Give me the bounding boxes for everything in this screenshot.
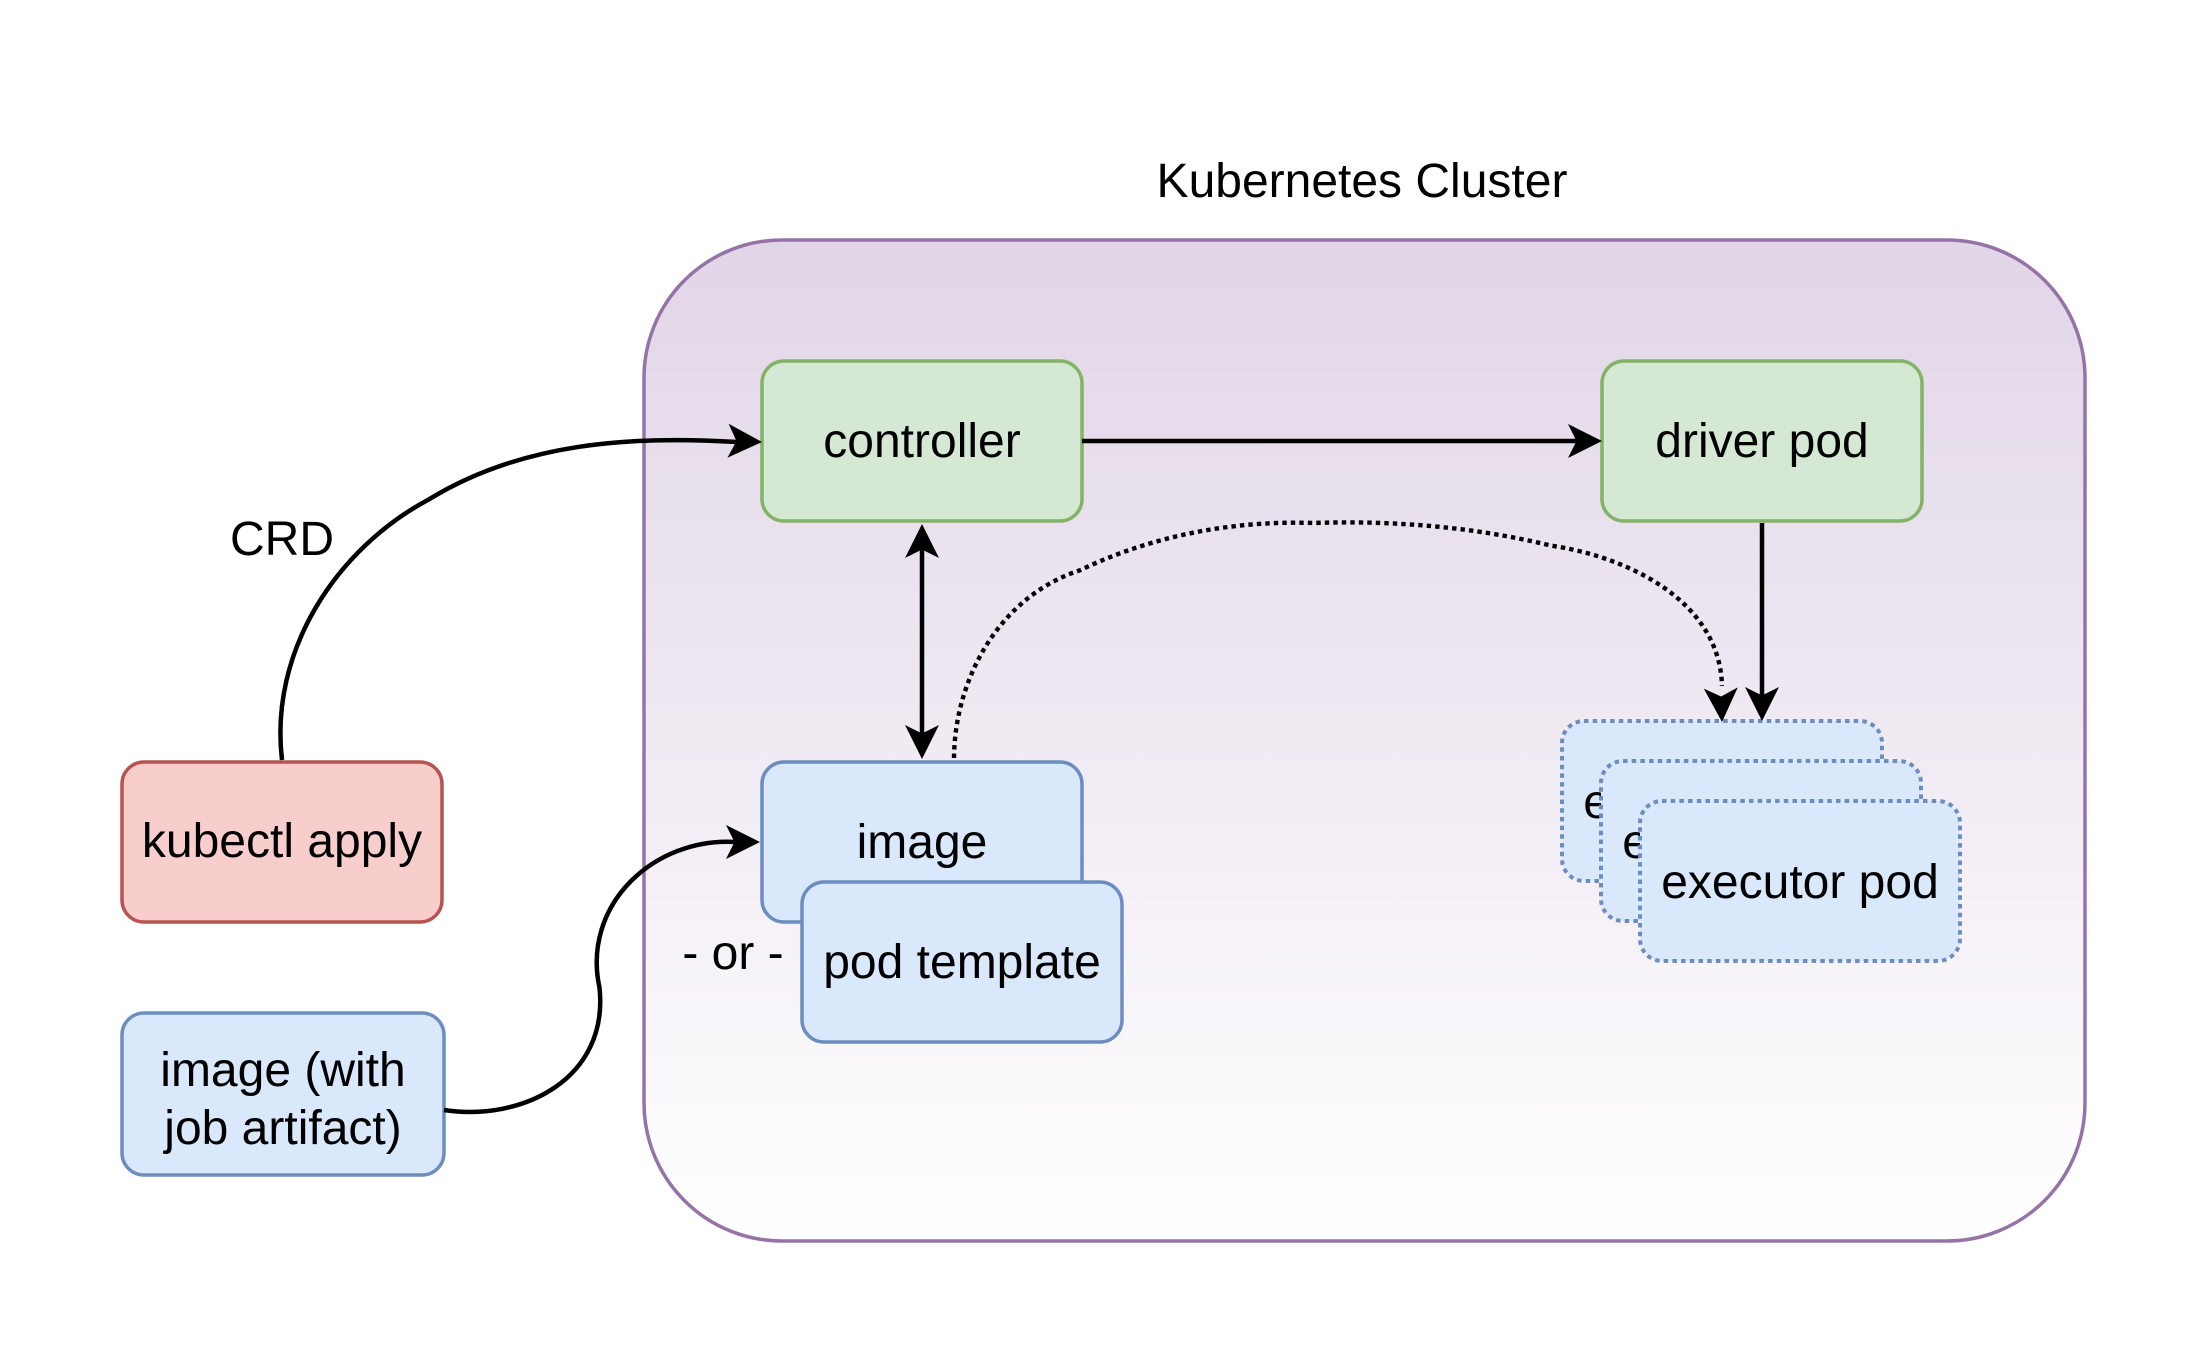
svg-text:executor pod: executor pod <box>1661 856 1939 909</box>
svg-text:pod template: pod template <box>823 936 1101 989</box>
svg-text:CRD: CRD <box>230 513 334 566</box>
svg-text:image: image <box>857 816 988 869</box>
svg-text:Kubernetes Cluster: Kubernetes Cluster <box>1157 155 1568 208</box>
svg-text:kubectl apply: kubectl apply <box>142 815 422 868</box>
svg-text:job artifact): job artifact) <box>162 1102 401 1155</box>
svg-text:- or -: - or - <box>682 927 783 980</box>
svg-text:driver pod: driver pod <box>1655 415 1868 468</box>
svg-text:image (with: image (with <box>160 1044 405 1097</box>
svg-text:controller: controller <box>823 415 1020 468</box>
